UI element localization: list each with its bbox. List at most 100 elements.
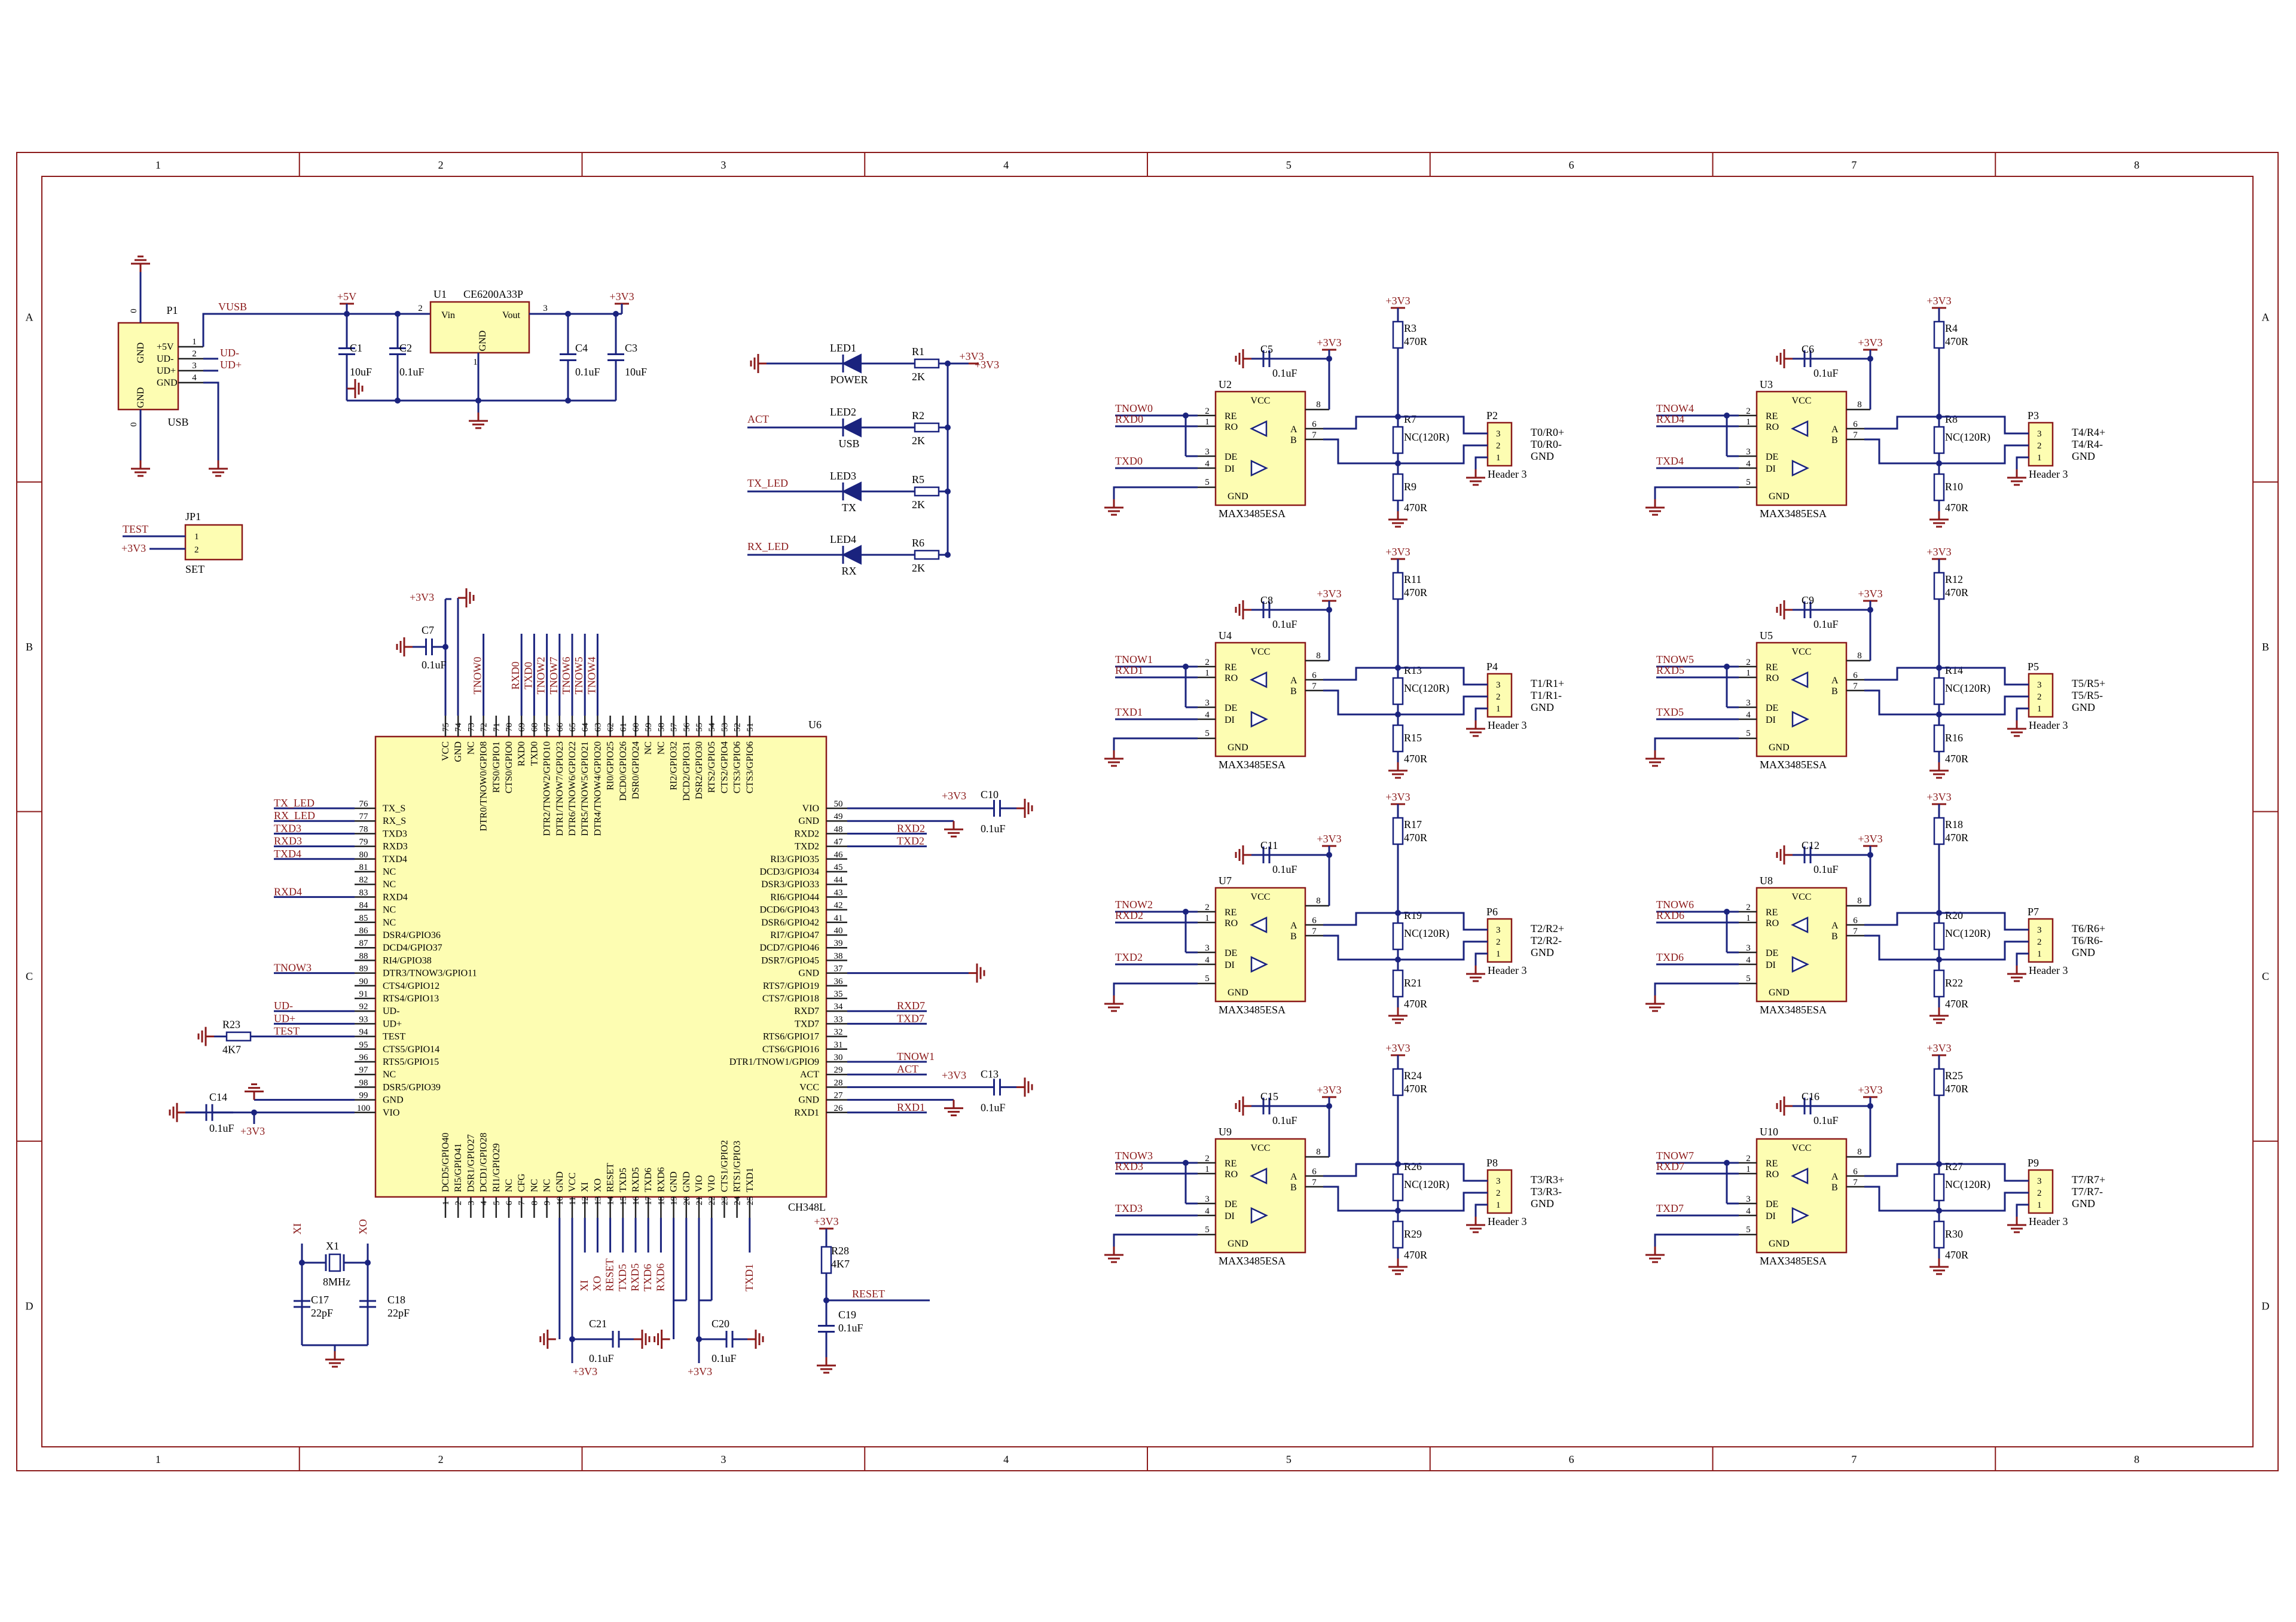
ground-symbol [1645,750,1665,767]
capacitor-designator: C14 [209,1091,227,1103]
mcu-pin-label: GND [669,1171,679,1192]
transceiver-pin-number: 5 [1746,1225,1751,1235]
mcu-pin-number: 21 [695,1196,704,1205]
mcu-pin-label: RI5/GPIO41 [453,1143,463,1192]
resistor-value: 470R [1404,1249,1427,1261]
mcu-pin-label: ACT [800,1070,819,1080]
mcu-pin-number: 51 [746,723,755,732]
net-label: RXD3 [1115,1160,1143,1172]
net-label: RXD5 [1656,664,1684,676]
header-signal-label: GND [1531,946,1554,958]
capacitor-designator: C15 [1260,1091,1278,1102]
transceiver-body [1755,1138,1848,1254]
mcu-pin-label: DSR2/GPIO30 [694,741,704,799]
header-signal-label: T4/R4- [2072,438,2103,450]
mcu-pin-number: 46 [834,850,844,860]
mcu-pin-number: 93 [359,1015,368,1024]
resistor-body [225,1031,252,1041]
ground-symbol [1645,499,1665,516]
net-label: RXD7 [897,1000,925,1012]
ground-symbol [347,379,364,398]
mcu-pin-label: TX_S [383,804,405,814]
transceiver-pin-number: 7 [1853,1178,1858,1187]
transceiver-pin-number: 2 [1205,658,1210,667]
mcu-pin-label: RXD5 [631,1167,641,1192]
transceiver-part-number: MAX3485ESA [1760,1255,1827,1267]
transceiver-pin-label: RO [1225,918,1238,928]
header-designator: P7 [2028,906,2039,918]
zone-column-label: 4 [1003,159,1009,171]
resistor-body [1933,677,1945,705]
resistor-body [1392,572,1404,600]
mcu-pin-number: 98 [359,1078,368,1088]
mcu-designator: U6 [808,719,822,731]
mcu-pin-number: 32 [834,1028,843,1037]
mcu-pin-number: 19 [670,1196,679,1205]
transceiver-pin-label: DE [1225,703,1237,713]
transceiver-part-number: MAX3485ESA [1219,508,1286,520]
mcu-pin-label: VIO [707,1175,717,1192]
wire [1323,689,1398,716]
ground-symbol [2007,1217,2026,1233]
header-pin-number: 2 [2037,1189,2042,1198]
capacitor-designator: C11 [1260,839,1278,851]
power-rail-label: +3V3 [1317,1084,1341,1096]
wire [1323,934,1398,961]
driver-buffer [1250,1207,1268,1224]
driver-buffer [1791,460,1809,476]
transceiver-pin-number: 4 [1205,955,1210,965]
transceiver-body [1214,887,1306,1003]
capacitor-designator: C17 [311,1294,329,1306]
header-signal-label: GND [2072,1198,2095,1209]
header-type-label: Header 3 [1488,964,1526,976]
header-pin-number: 3 [1496,925,1501,935]
net-label: TXD7 [1656,1202,1684,1214]
ground-symbol [1776,349,1793,368]
mcu-pin-number: 47 [834,838,844,847]
zone-column-label: 3 [720,1453,726,1465]
jumper-footprint-label: SET [185,563,204,575]
transceiver-pin-label: B [1290,686,1297,697]
mcu-pin-label: NC [383,867,396,877]
wire [1398,695,1488,716]
resistor-value: NC(120R) [1945,927,1990,940]
transceiver-pin-label: RE [1225,1159,1236,1169]
header-signal-label: GND [1531,701,1554,713]
mcu-pin-label: RXD1 [794,1108,819,1118]
net-label: RXD2 [897,822,925,834]
ground-symbol [1466,1217,1485,1233]
transceiver-pin-number: 4 [1746,1206,1751,1216]
ground-symbol [325,1351,344,1368]
transceiver-pin-label: VCC [1792,647,1812,657]
power-rail-symbol: +3V3 [1317,337,1342,351]
mcu-pin-number: 89 [359,964,368,974]
mcu-pin-number: 84 [359,901,369,911]
power-rail-label: +3V3 [1926,546,1951,558]
ground-symbol [634,1330,651,1349]
wire [673,1218,686,1302]
resistor-designator: R11 [1404,573,1421,585]
resistor-designator: R13 [1404,664,1422,676]
mcu-pin-number: 83 [359,888,368,897]
capacitor-value: 0.1uF [712,1352,737,1364]
transceiver-pin-number: 4 [1205,1206,1210,1216]
header-type-label: Header 3 [2029,1215,2068,1227]
receiver-buffer [1250,1168,1268,1184]
net-label: UD- [274,1000,293,1012]
zone-column-label: 6 [1569,1453,1574,1465]
mcu-pin-label: CTS7/GPIO18 [762,994,819,1004]
zone-column-label: 3 [720,159,726,171]
mcu-pin-label: DTR2/TNOW2/GPIO10 [542,741,552,836]
power-rail-label: +3V3 [410,591,434,603]
ground-symbol [1776,845,1793,865]
junction-dot [251,1109,257,1116]
header-pin-number: 1 [2037,453,2042,463]
transceiver-pin-number: 8 [1316,896,1321,906]
transceiver-pin-number: 3 [1746,1195,1751,1204]
transceiver-pin-label: RO [1225,1169,1238,1180]
resistor-body [1933,320,1945,349]
transceiver-pin-number: 3 [1746,447,1751,457]
mcu-pin-label: CTS4/GPIO12 [383,981,439,991]
